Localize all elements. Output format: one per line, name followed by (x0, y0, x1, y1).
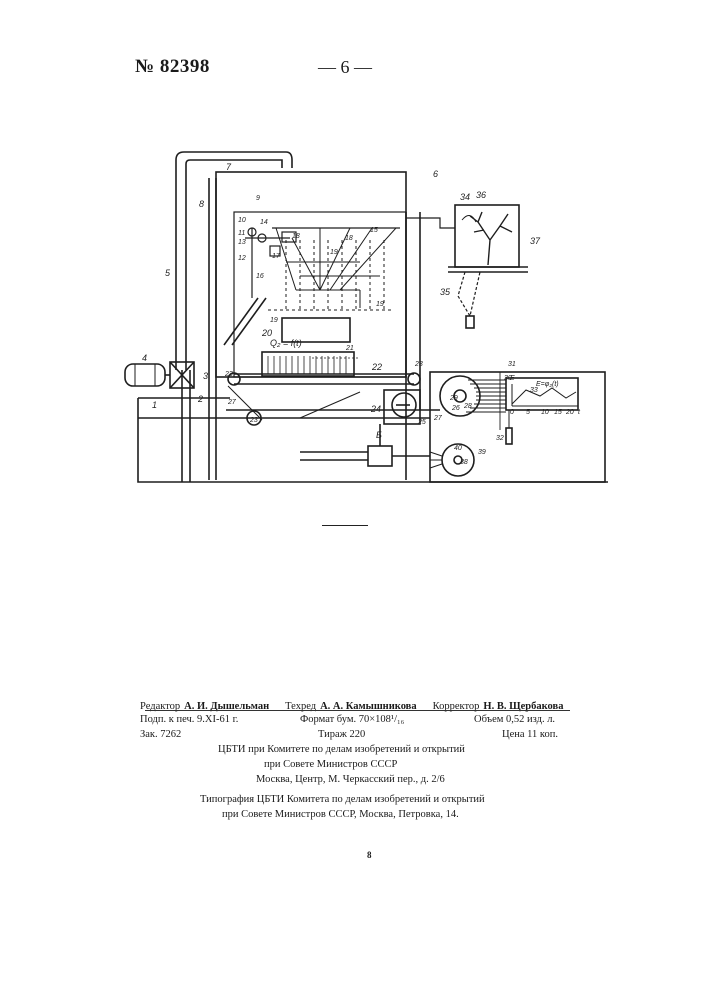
imprint-staff: Редактор А. И. Дышельман Техред А. А. Ка… (140, 696, 563, 714)
svg-text:29: 29 (449, 395, 458, 402)
axis-tick: 20 (565, 409, 574, 416)
svg-text:28: 28 (463, 403, 472, 410)
svg-text:17: 17 (272, 253, 281, 260)
svg-text:6: 6 (433, 169, 438, 179)
svg-text:12: 12 (238, 255, 246, 262)
svg-text:23: 23 (414, 361, 423, 368)
tree-34 (462, 212, 512, 265)
svg-text:14: 14 (260, 219, 268, 226)
axis-tick: 15 (554, 409, 562, 416)
distributor-29 (440, 376, 480, 416)
svg-text:36: 36 (476, 190, 486, 200)
weight-33 (458, 272, 480, 316)
axis-tick: 10 (541, 409, 549, 416)
svg-text:19: 19 (376, 301, 384, 308)
formula-q2: Q₂ = f(t) (270, 338, 302, 348)
axis-tick: t (578, 409, 581, 416)
svg-text:3: 3 (203, 371, 208, 381)
signed-date: Подп. к печ. 9.XI-61 г. (140, 714, 238, 725)
svg-text:25: 25 (417, 419, 426, 426)
svg-text:23: 23 (249, 417, 258, 424)
printer-line-1: Типография ЦБТИ Комитета по делам изобре… (200, 794, 485, 805)
axis-tick: 5 (526, 409, 530, 416)
svg-text:2: 2 (197, 394, 203, 404)
publisher-line-2: при Совете Министров СССР (264, 759, 397, 770)
svg-text:33: 33 (530, 387, 538, 394)
printer-line-2: при Совете Министров СССР, Москва, Петро… (222, 809, 459, 820)
svg-text:4: 4 (142, 353, 147, 363)
section-separator (322, 525, 368, 526)
svg-text:27: 27 (433, 415, 443, 422)
svg-text:37: 37 (530, 236, 541, 246)
svg-text:8: 8 (199, 199, 204, 209)
svg-text:34: 34 (460, 192, 470, 202)
axis-tick: 0 (510, 409, 514, 416)
footer-page-number: 8 (367, 850, 372, 860)
unit-b (368, 446, 392, 466)
motor-4 (125, 364, 165, 386)
svg-text:24: 24 (370, 404, 381, 414)
imprint-rule (145, 710, 570, 711)
formula-e: E=φ₂(t) (536, 381, 559, 388)
svg-text:35: 35 (440, 287, 451, 297)
publisher-address: Москва, Центр, М. Черкасский пер., д. 2/… (256, 774, 445, 785)
svg-text:32: 32 (496, 435, 504, 442)
axis-letter: E (510, 375, 515, 382)
volume: Объем 0,52 изд. л. (474, 714, 555, 725)
svg-text:19: 19 (270, 317, 278, 324)
paper-format: Формат бум. 70×108¹/₁₆ (300, 714, 404, 725)
svg-text:10: 10 (238, 217, 246, 224)
svg-text:23: 23 (224, 371, 233, 378)
svg-text:31: 31 (508, 361, 516, 368)
chamber-6 (216, 172, 406, 377)
svg-text:19: 19 (330, 249, 338, 256)
svg-text:15: 15 (370, 227, 378, 234)
svg-text:22: 22 (371, 362, 382, 372)
svg-text:Б: Б (376, 430, 382, 440)
svg-text:1: 1 (152, 400, 157, 410)
price: Цена 11 коп. (502, 729, 558, 740)
svg-text:7: 7 (226, 162, 232, 172)
svg-text:5: 5 (165, 268, 171, 278)
svg-text:13: 13 (238, 239, 246, 246)
svg-text:40: 40 (454, 445, 462, 452)
svg-text:38: 38 (460, 459, 468, 466)
order-number: Зак. 7262 (140, 729, 181, 740)
print-run: Тираж 220 (318, 729, 365, 740)
svg-text:21: 21 (345, 345, 354, 352)
svg-text:39: 39 (478, 449, 486, 456)
unit-24 (384, 390, 420, 424)
svg-text:11: 11 (238, 230, 245, 237)
svg-text:27: 27 (227, 399, 237, 406)
svg-text:18: 18 (345, 235, 353, 242)
svg-text:26: 26 (451, 405, 460, 412)
svg-text:18: 18 (292, 233, 300, 240)
svg-text:16: 16 (256, 273, 264, 280)
svg-text:9: 9 (256, 195, 260, 202)
publisher-line-1: ЦБТИ при Комитете по делам изобретений и… (218, 744, 465, 755)
svg-text:20: 20 (261, 328, 272, 338)
